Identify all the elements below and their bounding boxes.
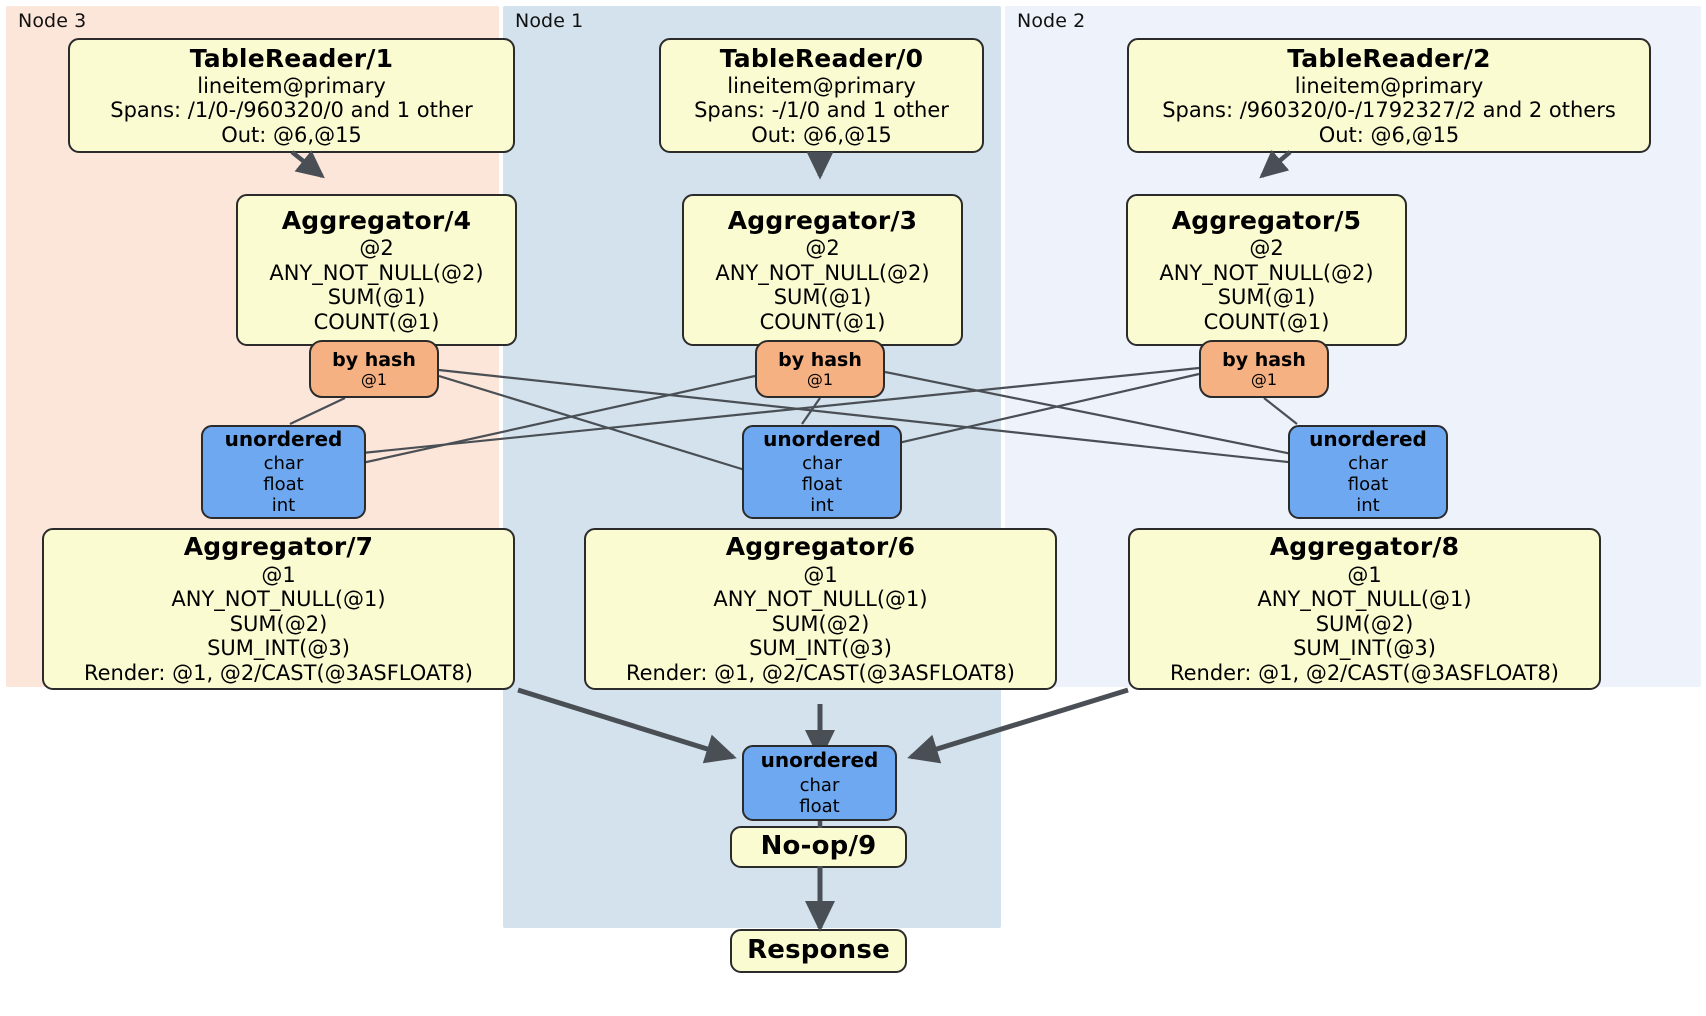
router-line: @1 xyxy=(1250,369,1278,389)
processor-line: COUNT(@1) xyxy=(1203,309,1330,334)
synchronizer-title: unordered xyxy=(1309,426,1427,451)
processor-line: lineitem@primary xyxy=(1294,73,1484,98)
processor-aggregator-4[interactable]: Aggregator/4 @2 ANY_NOT_NULL(@2) SUM(@1)… xyxy=(236,194,517,346)
synchronizer-title: unordered xyxy=(224,426,343,451)
processor-title: Aggregator/8 xyxy=(1269,532,1460,562)
processor-line: Render: @1, @2/CAST(@3ASFLOAT8) xyxy=(83,660,474,685)
processor-title: No-op/9 xyxy=(760,831,877,862)
processor-line: lineitem@primary xyxy=(727,73,916,98)
synchronizer-line: int xyxy=(1356,495,1380,517)
processor-line: ANY_NOT_NULL(@1) xyxy=(171,587,386,612)
processor-line: SUM(@1) xyxy=(1217,285,1316,310)
synchronizer-unordered-right[interactable]: unordered char float int xyxy=(1288,425,1448,519)
processor-line: SUM(@1) xyxy=(327,285,426,310)
processor-line: SUM(@1) xyxy=(773,285,872,310)
processor-title: Aggregator/7 xyxy=(183,532,374,562)
processor-line: Out: @6,@15 xyxy=(221,122,362,147)
processor-line: ANY_NOT_NULL(@2) xyxy=(715,260,930,285)
processor-line: Render: @1, @2/CAST(@3ASFLOAT8) xyxy=(1169,660,1560,685)
processor-line: @1 xyxy=(1347,562,1382,587)
processor-aggregator-8[interactable]: Aggregator/8 @1 ANY_NOT_NULL(@1) SUM(@2)… xyxy=(1128,528,1601,690)
processor-line: COUNT(@1) xyxy=(759,309,886,334)
processor-title: Aggregator/4 xyxy=(281,205,472,235)
processor-line: Spans: /1/0-/960320/0 and 1 other xyxy=(110,98,473,123)
processor-line: ANY_NOT_NULL(@1) xyxy=(1257,587,1472,612)
processor-table-reader-1[interactable]: TableReader/1 lineitem@primary Spans: /1… xyxy=(68,38,515,153)
router-line: @1 xyxy=(360,369,388,389)
processor-aggregator-5[interactable]: Aggregator/5 @2 ANY_NOT_NULL(@2) SUM(@1)… xyxy=(1126,194,1407,346)
router-by-hash-right[interactable]: by hash @1 xyxy=(1199,340,1329,398)
processor-aggregator-3[interactable]: Aggregator/3 @2 ANY_NOT_NULL(@2) SUM(@1)… xyxy=(682,194,963,346)
router-by-hash-center[interactable]: by hash @1 xyxy=(755,340,885,398)
processor-title: Aggregator/3 xyxy=(727,205,918,235)
processor-table-reader-0[interactable]: TableReader/0 lineitem@primary Spans: -/… xyxy=(659,38,984,153)
processor-title: Response xyxy=(747,935,890,966)
router-line: @1 xyxy=(806,369,834,389)
processor-line: lineitem@primary xyxy=(197,73,386,98)
synchronizer-line: char xyxy=(799,774,840,796)
synchronizer-line: int xyxy=(810,495,834,517)
processor-line: SUM(@2) xyxy=(771,611,870,636)
synchronizer-line: float xyxy=(263,474,304,496)
processor-line: ANY_NOT_NULL(@2) xyxy=(269,260,484,285)
region-label-node-1: Node 1 xyxy=(515,10,584,32)
synchronizer-line: float xyxy=(1347,474,1389,496)
processor-line: SUM(@2) xyxy=(1315,611,1414,636)
processor-title: TableReader/0 xyxy=(719,43,924,73)
synchronizer-title: unordered xyxy=(763,426,881,451)
processor-aggregator-7[interactable]: Aggregator/7 @1 ANY_NOT_NULL(@1) SUM(@2)… xyxy=(42,528,515,690)
synchronizer-unordered-left[interactable]: unordered char float int xyxy=(201,425,366,519)
synchronizer-unordered-center[interactable]: unordered char float int xyxy=(742,425,902,519)
processor-line: @2 xyxy=(359,236,394,260)
processor-aggregator-6[interactable]: Aggregator/6 @1 ANY_NOT_NULL(@1) SUM(@2)… xyxy=(584,528,1057,690)
synchronizer-line: char xyxy=(263,453,304,475)
processor-table-reader-2[interactable]: TableReader/2 lineitem@primary Spans: /9… xyxy=(1127,38,1651,153)
processor-line: SUM_INT(@3) xyxy=(1293,636,1436,661)
synchronizer-line: int xyxy=(271,495,296,517)
processor-line: Out: @6,@15 xyxy=(1318,122,1460,147)
processor-line: SUM_INT(@3) xyxy=(207,636,350,661)
region-label-node-2: Node 2 xyxy=(1017,10,1086,32)
synchronizer-line: char xyxy=(802,453,842,475)
synchronizer-title: unordered xyxy=(760,748,879,773)
processor-line: Spans: -/1/0 and 1 other xyxy=(694,98,949,123)
processor-line: ANY_NOT_NULL(@1) xyxy=(713,587,928,612)
processor-title: Aggregator/6 xyxy=(725,532,916,562)
router-title: by hash xyxy=(1222,348,1306,371)
processor-response[interactable]: Response xyxy=(730,929,907,973)
processor-line: Spans: /960320/0-/1792327/2 and 2 others xyxy=(1162,98,1616,123)
router-by-hash-left[interactable]: by hash @1 xyxy=(309,340,439,398)
processor-line: @2 xyxy=(805,236,840,260)
processor-title: TableReader/2 xyxy=(1287,43,1491,73)
processor-no-op-9[interactable]: No-op/9 xyxy=(730,826,907,868)
router-title: by hash xyxy=(778,348,862,371)
processor-title: Aggregator/5 xyxy=(1171,205,1362,235)
processor-line: SUM(@2) xyxy=(229,611,328,636)
region-label-node-3: Node 3 xyxy=(18,10,87,32)
processor-line: Render: @1, @2/CAST(@3ASFLOAT8) xyxy=(625,660,1016,685)
processor-line: @1 xyxy=(803,562,838,587)
processor-line: COUNT(@1) xyxy=(313,309,440,334)
processor-line: @1 xyxy=(261,562,296,587)
processor-line: SUM_INT(@3) xyxy=(749,636,892,661)
processor-title: TableReader/1 xyxy=(189,43,394,73)
synchronizer-line: char xyxy=(1348,453,1388,475)
router-title: by hash xyxy=(332,348,416,371)
processor-line: @2 xyxy=(1249,236,1284,260)
synchronizer-line: float xyxy=(799,795,840,817)
synchronizer-unordered-final[interactable]: unordered char float xyxy=(742,745,897,821)
synchronizer-line: float xyxy=(801,474,843,496)
processor-line: ANY_NOT_NULL(@2) xyxy=(1159,260,1374,285)
processor-line: Out: @6,@15 xyxy=(751,122,892,147)
